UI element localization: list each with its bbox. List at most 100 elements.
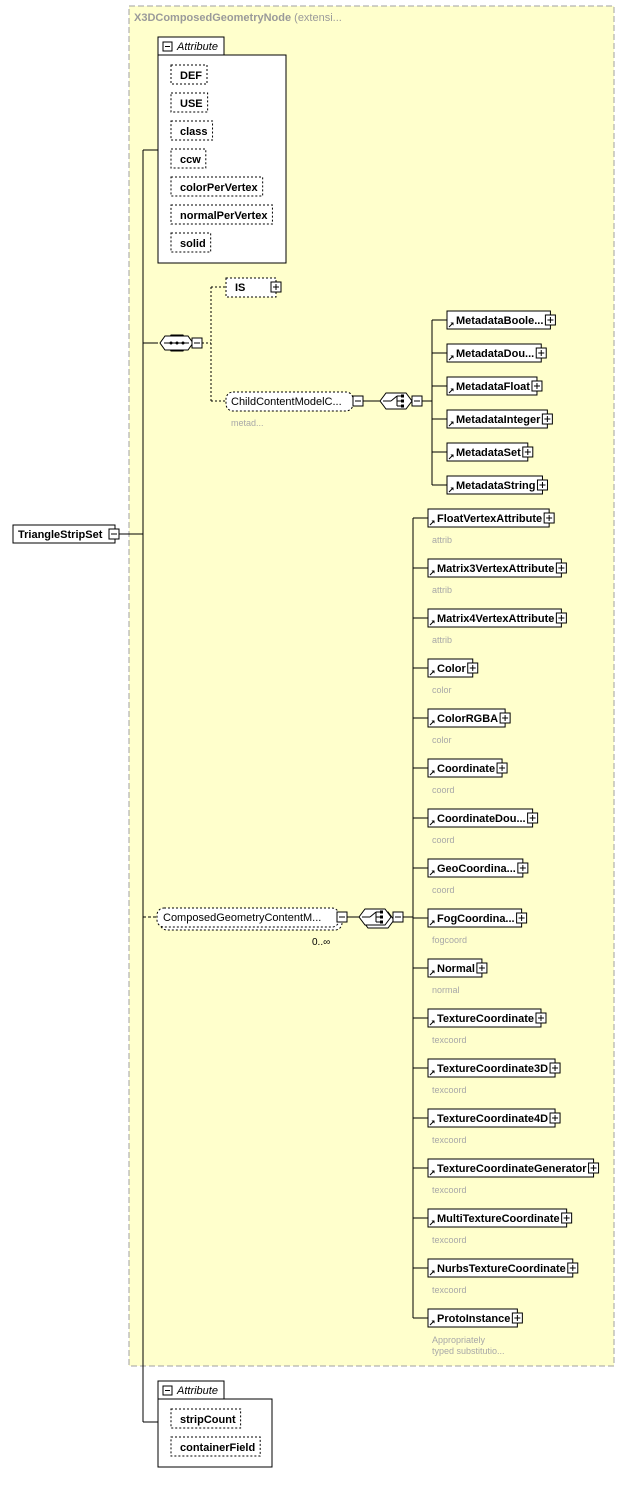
composed-choice-collapse-button[interactable]: [392, 911, 404, 923]
element-name: ProtoInstance: [437, 1313, 510, 1325]
expand-icon[interactable]: [555, 562, 567, 574]
reference-arrow-icon: [429, 670, 435, 676]
element-subtitle: texcoord: [432, 1185, 467, 1195]
composed-choice-element[interactable]: TextureCoordinate: [427, 1008, 547, 1028]
composed-choice-element[interactable]: MultiTextureCoordinate: [427, 1208, 573, 1228]
element-name: Normal: [437, 963, 475, 975]
element-name: FloatVertexAttribute: [437, 513, 542, 525]
metadata-choice-collapse-button[interactable]: [411, 395, 423, 407]
attribute-item[interactable]: USE: [170, 92, 209, 113]
expand-icon[interactable]: [536, 479, 548, 491]
is-expand-icon[interactable]: [270, 281, 282, 293]
metadata-choice-element[interactable]: MetadataSet: [446, 442, 534, 462]
element-name: TextureCoordinate3D: [437, 1063, 548, 1075]
expand-icon[interactable]: [535, 1012, 547, 1024]
metadata-choice-element[interactable]: MetadataString: [446, 475, 548, 495]
composed-choice-element[interactable]: ColorRGBA: [427, 708, 511, 728]
sequence-branch-lines: [202, 286, 226, 402]
expand-icon[interactable]: [588, 1162, 600, 1174]
composed-geometry-group[interactable]: ComposedGeometryContentM... 0..∞: [156, 907, 348, 948]
root-element[interactable]: TriangleStripSet: [12, 524, 116, 544]
composed-choice-element[interactable]: GeoCoordina...: [427, 858, 529, 878]
metadata-choice-element[interactable]: MetadataDou...: [446, 343, 547, 363]
expand-icon[interactable]: [531, 380, 543, 392]
attribute-item[interactable]: stripCount: [170, 1408, 242, 1429]
element-name: Color: [437, 663, 466, 675]
expand-icon[interactable]: [467, 662, 479, 674]
composed-choice-element[interactable]: ProtoInstance: [427, 1308, 523, 1328]
metadata-choice-element[interactable]: MetadataFloat: [446, 376, 543, 396]
composed-choice-element[interactable]: CoordinateDou...: [427, 808, 539, 828]
expand-icon[interactable]: [499, 712, 511, 724]
metadata-choice-element[interactable]: MetadataInteger: [446, 409, 553, 429]
expand-icon[interactable]: [535, 347, 547, 359]
attribute-item[interactable]: class: [170, 120, 214, 141]
element-subtitle: normal: [432, 985, 460, 995]
expand-icon[interactable]: [476, 962, 488, 974]
expand-icon[interactable]: [496, 762, 508, 774]
attribute-item[interactable]: containerField: [170, 1436, 261, 1457]
expand-icon[interactable]: [527, 812, 539, 824]
composed-choice-element[interactable]: FogCoordina...: [427, 908, 528, 928]
attribute-item[interactable]: ccw: [170, 148, 207, 169]
element-name: MetadataString: [456, 480, 535, 492]
composed-choice-element[interactable]: Matrix4VertexAttribute: [427, 608, 567, 628]
sequence-collapse-button[interactable]: [191, 337, 203, 349]
element-subtitle: texcoord: [432, 1235, 467, 1245]
element-name: NurbsTextureCoordinate: [437, 1263, 566, 1275]
composed-choice-list: FloatVertexAttributeattribMatrix3VertexA…: [403, 508, 600, 1356]
composed-geometry-collapse-icon[interactable]: [336, 911, 348, 923]
reference-arrow-icon: [429, 820, 435, 826]
attribute-item[interactable]: DEF: [170, 64, 208, 85]
metadata-choice-element[interactable]: MetadataBoole...: [446, 310, 556, 330]
expand-icon[interactable]: [549, 1112, 561, 1124]
attribute-collapse-icon[interactable]: [162, 41, 173, 52]
attribute-name: ccw: [180, 154, 201, 166]
child-content-collapse-icon[interactable]: [352, 395, 364, 407]
expand-icon[interactable]: [567, 1262, 579, 1274]
expand-icon[interactable]: [549, 1062, 561, 1074]
expand-icon[interactable]: [511, 1312, 523, 1324]
expand-icon[interactable]: [541, 413, 553, 425]
element-subtitle: attrib: [432, 535, 452, 545]
composed-choice-element[interactable]: TextureCoordinate4D: [427, 1108, 561, 1128]
expand-icon[interactable]: [522, 446, 534, 458]
composed-choice-element[interactable]: TextureCoordinateGenerator: [427, 1158, 600, 1178]
expand-icon[interactable]: [543, 512, 555, 524]
root-expand-button[interactable]: [108, 528, 120, 540]
reference-arrow-icon: [429, 770, 435, 776]
reference-arrow-icon: [429, 870, 435, 876]
attribute-item[interactable]: solid: [170, 232, 212, 253]
attribute-header-top: Attribute: [176, 41, 218, 53]
element-subtitle: color: [432, 685, 452, 695]
expand-icon[interactable]: [517, 862, 529, 874]
expand-icon[interactable]: [555, 612, 567, 624]
reference-arrow-icon: [429, 720, 435, 726]
composed-choice-element[interactable]: FloatVertexAttribute: [427, 508, 555, 528]
child-content-group[interactable]: ChildContentModelC... metad...: [225, 391, 364, 428]
child-content-group-name: ChildContentModelC...: [231, 396, 342, 408]
attribute-item[interactable]: normalPerVertex: [170, 204, 273, 225]
expand-icon[interactable]: [516, 912, 528, 924]
attribute-collapse-icon[interactable]: [162, 1385, 173, 1396]
composed-choice-element[interactable]: Normal: [427, 958, 488, 978]
composed-choice-element[interactable]: Coordinate: [427, 758, 508, 778]
expand-icon[interactable]: [561, 1212, 573, 1224]
reference-arrow-icon: [429, 1070, 435, 1076]
reference-arrow-icon: [429, 1320, 435, 1326]
composed-choice-element[interactable]: Matrix3VertexAttribute: [427, 558, 567, 578]
reference-arrow-icon: [448, 421, 454, 427]
attribute-item[interactable]: colorPerVertex: [170, 176, 264, 197]
composed-choice-element[interactable]: TextureCoordinate3D: [427, 1058, 561, 1078]
expand-icon[interactable]: [544, 314, 556, 326]
element-subtitle: attrib: [432, 635, 452, 645]
composed-choice-element[interactable]: Color: [427, 658, 479, 678]
composed-choice-compositor: [358, 908, 395, 929]
composed-choice-element[interactable]: NurbsTextureCoordinate: [427, 1258, 579, 1278]
composed-geometry-group-name: ComposedGeometryContentM...: [163, 912, 321, 924]
sequence-connectors: [119, 149, 158, 1423]
attribute-name: normalPerVertex: [180, 210, 268, 222]
is-element[interactable]: IS: [225, 277, 282, 298]
